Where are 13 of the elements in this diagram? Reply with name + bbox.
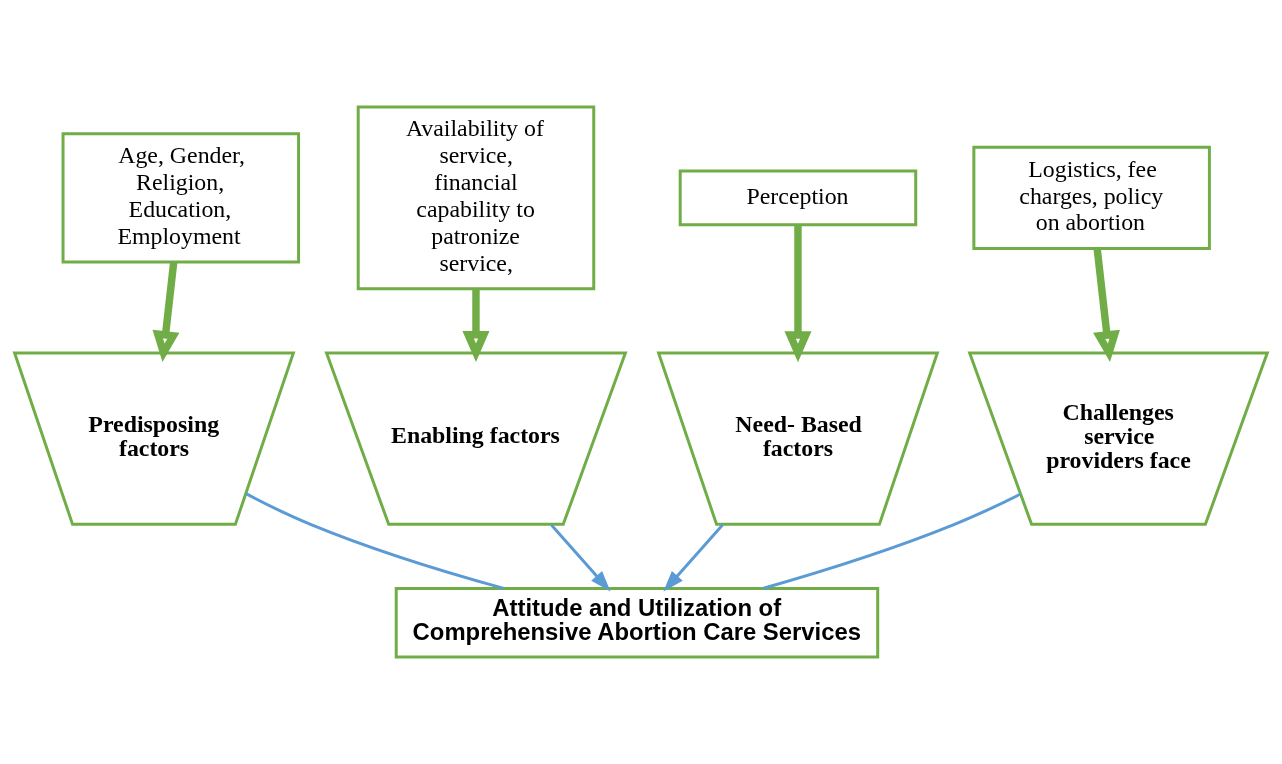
arrow: [663, 523, 724, 592]
node-box: Perception: [678, 169, 918, 227]
node-box: Logistics, fee charges, policy on abortion: [972, 145, 1211, 251]
arrow: [462, 289, 490, 362]
connector: [762, 492, 1022, 590]
node-box: Availability of service, financial capability to patronize service,: [356, 105, 596, 291]
arrow: [550, 523, 611, 592]
node-box: Age, Gender, Religion, Education, Employment: [61, 132, 301, 264]
node-box: Attitude and Utilization of Comprehensive Abortion Care Services: [394, 586, 880, 659]
arrow: [784, 224, 812, 363]
arrow: [1093, 248, 1120, 363]
connector: [245, 492, 505, 590]
arrow: [152, 262, 180, 362]
